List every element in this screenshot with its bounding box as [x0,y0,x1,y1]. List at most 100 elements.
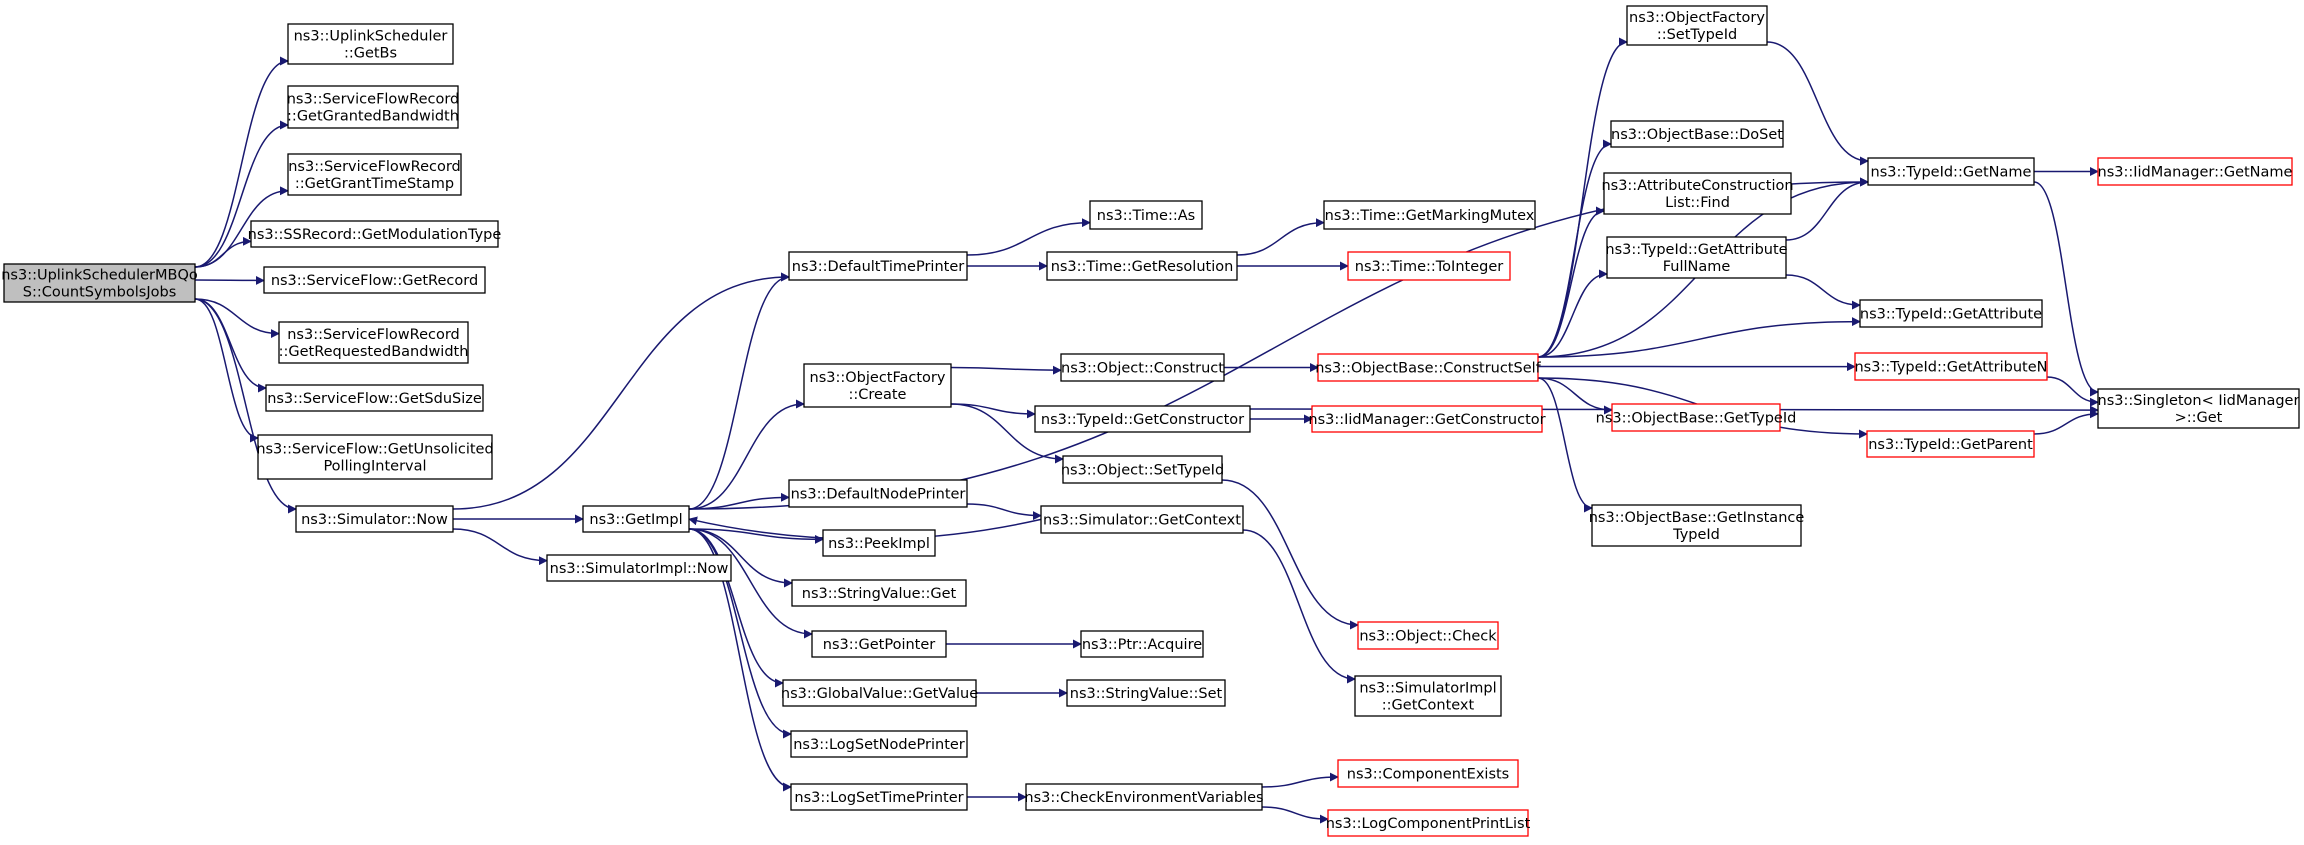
call-edge-simGetContext-to-simImplGetContext [1242,529,1356,684]
node-sfGetRecord[interactable]: ns3::ServiceFlow::GetRecord [263,266,486,294]
function-nodes: ns3::UplinkSchedulerMBQoS::CountSymbolsJ… [1,5,2300,837]
node-sfrGetGrantedBw[interactable]: ns3::ServiceFlowRecord::GetGrantedBandwi… [287,85,460,129]
node-box [782,679,977,707]
node-box [1066,679,1226,707]
node-box [3,263,196,303]
node-sfrGetGrantTs[interactable]: ns3::ServiceFlowRecord::GetGrantTimeStam… [287,153,462,196]
node-box [1626,5,1768,46]
node-iidGetName[interactable]: ns3::IidManager::GetName [2097,157,2293,186]
node-simGetContext[interactable]: ns3::Simulator::GetContext [1040,505,1244,534]
node-box [1610,120,1784,148]
call-edge-root-to-ulGetBs [194,56,289,268]
node-defNodePrinter[interactable]: ns3::DefaultNodePrinter [788,479,968,508]
node-getPointer[interactable]: ns3::GetPointer [811,630,947,658]
node-label: ns3::UplinkScheduler [294,29,448,45]
node-box [287,23,454,65]
node-sfrGetReqBw[interactable]: ns3::ServiceFlowRecord::GetRequestedBand… [278,321,469,364]
node-label: ns3::DefaultTimePrinter [792,259,964,275]
node-tidGetCtor[interactable]: ns3::TypeId::GetConstructor [1034,405,1251,433]
node-tidGetAttributeN[interactable]: ns3::TypeId::GetAttributeN [1854,352,2048,381]
node-label: ::SetTypeId [1657,27,1737,43]
call-edge-root-to-sfrGetGrantedBw [194,120,289,268]
node-box [1089,200,1203,230]
node-box [803,363,952,408]
node-componentExists[interactable]: ns3::ComponentExists [1337,759,1519,788]
node-timeAs[interactable]: ns3::Time::As [1089,200,1203,230]
node-box [287,85,459,129]
node-obGetTypeId[interactable]: ns3::ObjectBase::GetTypeId [1596,403,1797,432]
node-box [295,505,454,533]
node-iidGetCtor[interactable]: ns3::IidManager::GetConstructor [1308,405,1546,433]
node-label: ns3::ComponentExists [1347,767,1510,783]
node-sfGetUnsolicited[interactable]: ns3::ServiceFlow::GetUnsolicitedPollingI… [256,434,494,480]
node-objConstruct[interactable]: ns3::Object::Construct [1060,353,1225,382]
node-tidGetName[interactable]: ns3::TypeId::GetName [1867,157,2035,186]
node-tidGetAttribute[interactable]: ns3::TypeId::GetAttribute [1859,299,2043,328]
node-box [1025,783,1263,811]
node-strValSet[interactable]: ns3::StringValue::Set [1066,679,1226,707]
node-ofSetTypeId[interactable]: ns3::ObjectFactory::SetTypeId [1626,5,1768,46]
node-box [1866,430,2035,458]
node-label: ns3::Time::GetMarkingMutex [1325,208,1535,224]
node-label: ns3::Time::As [1097,208,1195,224]
node-label: ns3::Simulator::GetContext [1043,513,1241,529]
call-edge-objBaseConstructSelf-to-obDoSet [1537,139,1612,358]
node-defTimePrinter[interactable]: ns3::DefaultTimePrinter [788,251,968,281]
call-edge-defNodePrinter-to-simGetContext [966,503,1042,521]
node-objBaseConstructSelf[interactable]: ns3::ObjectBase::ConstructSelf [1315,353,1542,382]
call-edge-getImpl-to-getPointer [688,528,813,639]
node-box [1603,172,1792,215]
node-gvGetValue[interactable]: ns3::GlobalValue::GetValue [781,679,978,707]
node-label: ns3::IidManager::GetConstructor [1308,412,1545,428]
node-box [1347,251,1511,281]
node-sfGetSduSize[interactable]: ns3::ServiceFlow::GetSduSize [265,384,484,412]
node-checkEnvVars[interactable]: ns3::CheckEnvironmentVariables [1024,783,1264,811]
node-getImpl[interactable]: ns3::GetImpl [582,505,690,533]
node-simImplNow[interactable]: ns3::SimulatorImpl::Now [546,554,732,582]
node-timeGetMarkingMutex[interactable]: ns3::Time::GetMarkingMutex [1323,200,1536,230]
call-edge-objBaseConstructSelf-to-attrConstrFind [1537,206,1605,358]
node-peekImpl[interactable]: ns3::PeekImpl [822,529,936,557]
node-logSetNodePrinter[interactable]: ns3::LogSetNodePrinter [790,730,968,758]
call-edge-tidGetName-to-singletonGet [2033,181,2099,397]
node-label: ::GetContext [1382,698,1475,714]
node-objFactoryCreate[interactable]: ns3::ObjectFactory::Create [803,363,952,408]
node-root[interactable]: ns3::UplinkSchedulerMBQoS::CountSymbolsJ… [1,263,198,303]
node-box [1040,505,1244,534]
node-label: ns3::AttributeConstruction [1601,178,1793,194]
node-label: ns3::Object::Construct [1061,361,1224,377]
node-label: ns3::SimulatorImpl [1359,681,1496,697]
call-edge-getImpl-to-tidGetName [688,177,1869,510]
node-box [1034,405,1251,433]
node-ssGetModType[interactable]: ns3::SSRecord::GetModulationType [248,220,502,248]
node-logComponentPrintList[interactable]: ns3::LogComponentPrintList [1326,809,1531,837]
node-obDoSet[interactable]: ns3::ObjectBase::DoSet [1610,120,1784,148]
node-objCheck[interactable]: ns3::Object::Check [1357,621,1499,650]
call-edge-tidGetAttrFullName-to-tidGetName [1785,177,1869,241]
node-label: ns3::LogComponentPrintList [1326,816,1531,832]
node-ptrAcquire[interactable]: ns3::Ptr::Acquire [1080,630,1204,658]
node-timeGetRes[interactable]: ns3::Time::GetResolution [1046,251,1238,281]
node-label: ::Create [849,387,907,403]
node-logSetTimePrinter[interactable]: ns3::LogSetTimePrinter [790,783,968,811]
call-edge-root-to-sfrGetReqBw [194,298,280,339]
call-edge-root-to-sfGetUnsolicited [194,298,259,443]
node-label: ns3::LogSetTimePrinter [794,790,963,806]
node-label: ::GetBs [344,46,397,62]
node-simImplGetContext[interactable]: ns3::SimulatorImpl::GetContext [1354,675,1502,717]
node-objSetTypeId[interactable]: ns3::Object::SetTypeId [1061,455,1224,484]
node-tidGetParent[interactable]: ns3::TypeId::GetParent [1866,430,2035,458]
node-box [788,251,968,281]
node-box [546,554,732,582]
node-simNow[interactable]: ns3::Simulator::Now [295,505,454,533]
node-singletonGet[interactable]: ns3::Singleton< IidManager >::Get [2097,388,2300,429]
call-edge-objSetTypeId-to-objCheck [1221,479,1359,630]
node-strValGet[interactable]: ns3::StringValue::Get [791,579,967,607]
node-label: ::GetGrantedBandwidth [287,109,459,125]
node-ulGetBs[interactable]: ns3::UplinkScheduler::GetBs [287,23,454,65]
node-label: ns3::ObjectBase::GetInstance [1589,510,1805,526]
node-timeToInteger[interactable]: ns3::Time::ToInteger [1347,251,1511,281]
